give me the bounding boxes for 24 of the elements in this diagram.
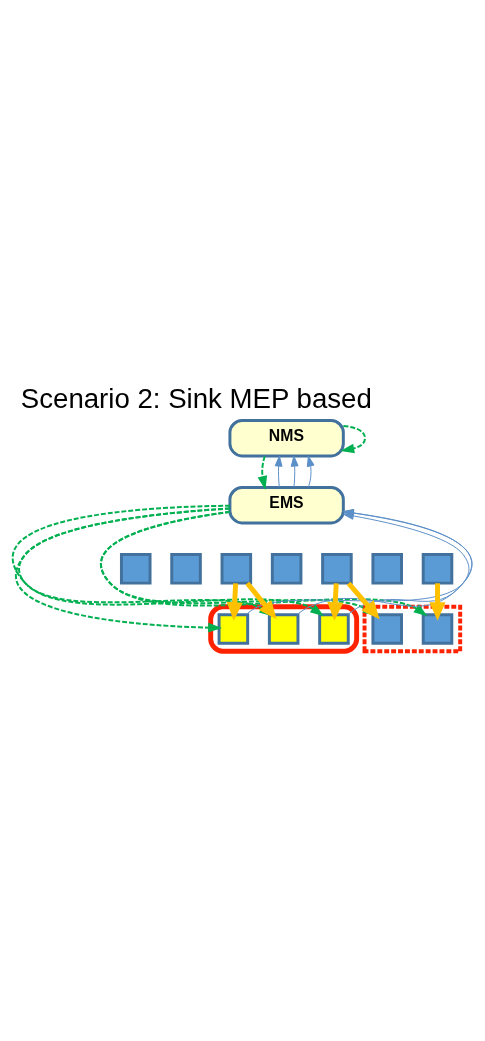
node-box <box>371 613 403 645</box>
node-box <box>270 553 303 585</box>
arrow <box>306 455 315 488</box>
node-box <box>220 553 253 585</box>
arrow <box>327 583 344 621</box>
arrow <box>274 455 283 488</box>
node-box <box>321 553 353 585</box>
node-box <box>170 553 202 585</box>
arrow <box>340 424 366 454</box>
arrow <box>429 583 446 621</box>
arrow <box>290 455 299 488</box>
diagram-title: Scenario 2: Sink MEP based <box>20 382 372 414</box>
node-box <box>421 553 454 585</box>
node-box <box>267 613 300 645</box>
node-box <box>421 613 454 645</box>
arrow <box>226 583 243 621</box>
arrow <box>15 507 231 633</box>
node-box <box>318 613 350 645</box>
node-box <box>217 613 250 645</box>
node-box: NMS <box>228 418 345 458</box>
arrow <box>257 455 268 490</box>
node-box <box>371 553 403 585</box>
node-box: EMS <box>228 485 345 525</box>
node-box <box>119 553 152 585</box>
